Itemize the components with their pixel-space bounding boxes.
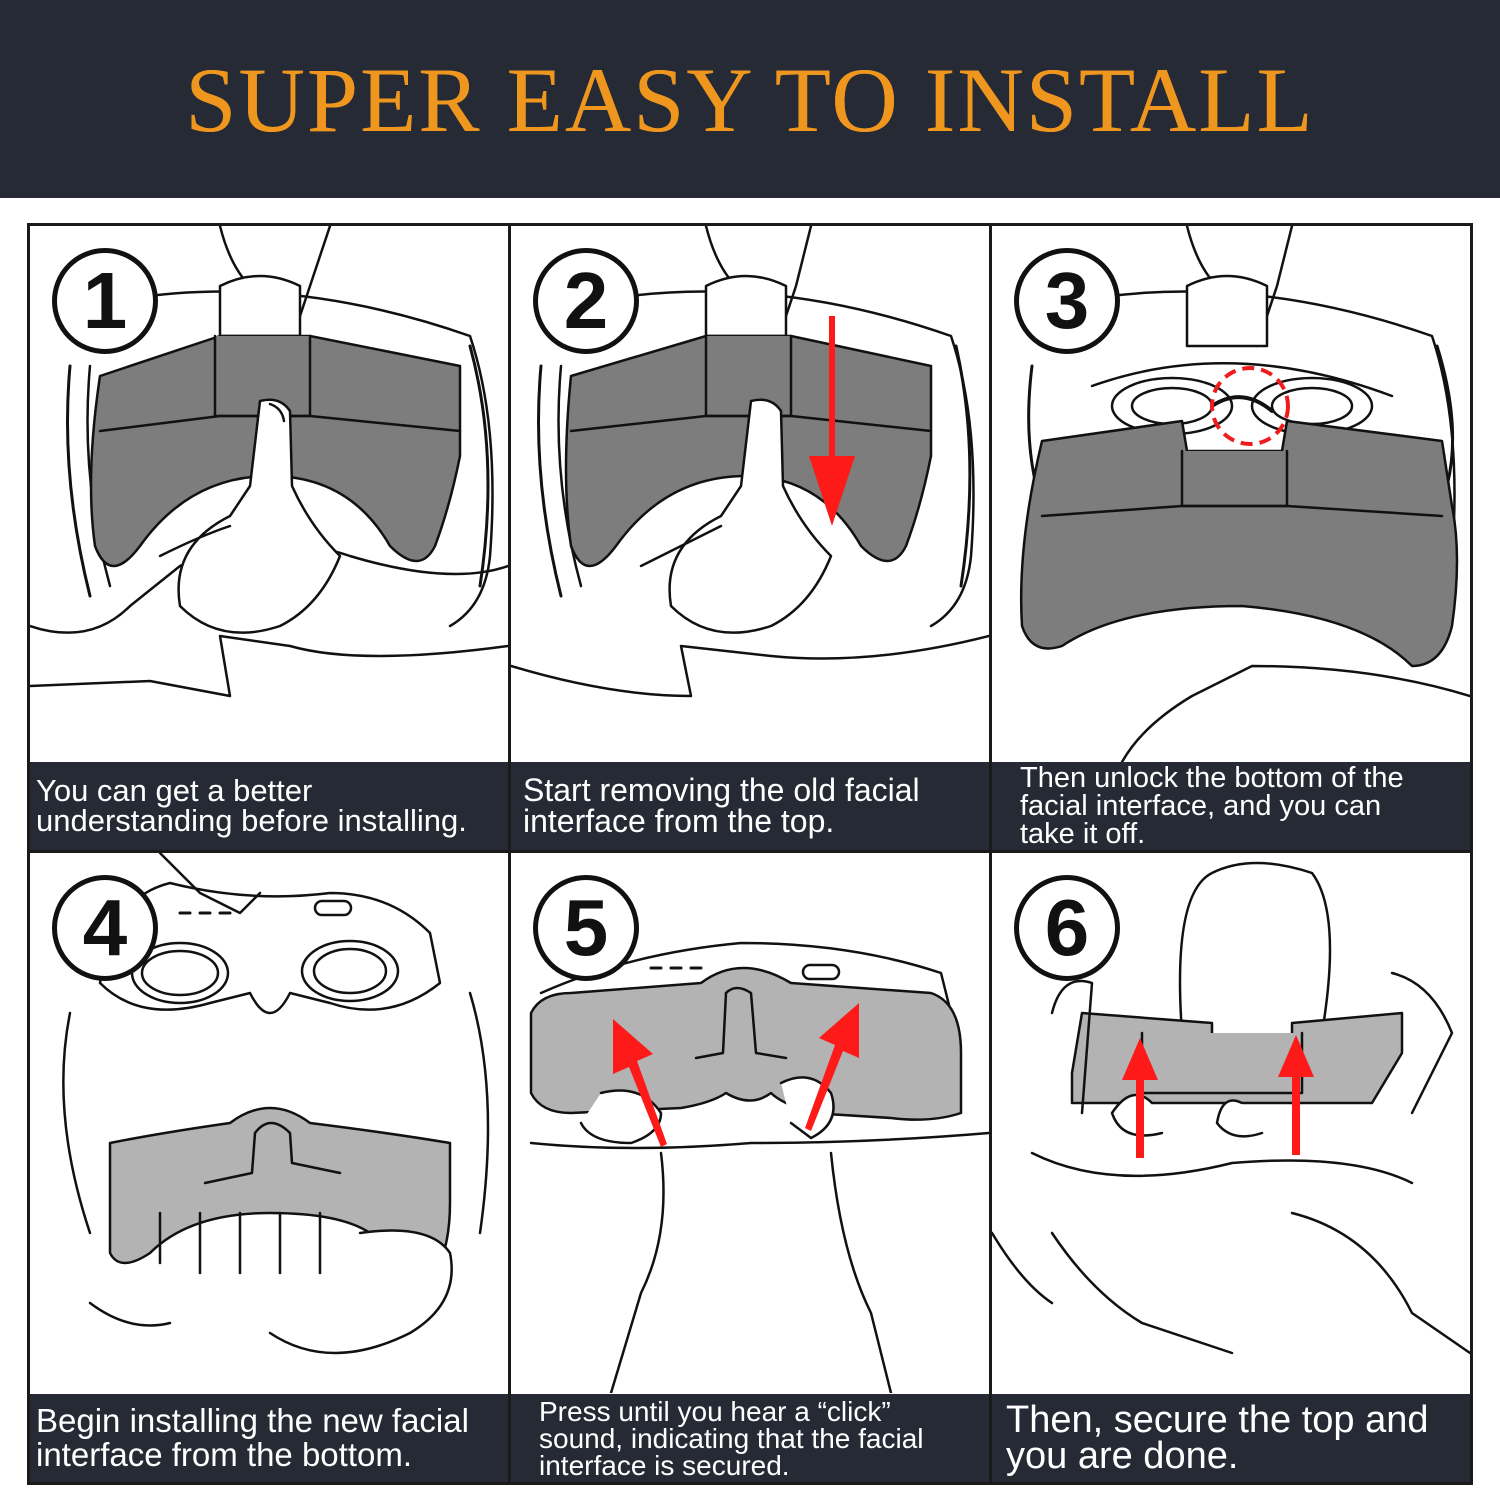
vr-headset-pull-down-illustration	[511, 226, 989, 698]
step-caption-2-line-1: Start removing the old facial	[523, 772, 920, 808]
step-caption-4-line-2: interface from the bottom.	[36, 1436, 413, 1473]
step-caption-5-line-1: Press until you hear a “click”	[539, 1395, 891, 1427]
step-panel-4: 4 Begin installing the new facial interf…	[30, 853, 511, 1482]
step-caption-2-line-2: interface from the top.	[523, 803, 835, 839]
step-caption-5-line-2: sound, indicating that the facial	[539, 1422, 924, 1454]
step-caption-5: Press until you hear a “click” sound, in…	[511, 1394, 989, 1482]
step-number-2: 2	[533, 248, 639, 354]
step-number-3: 3	[1014, 248, 1120, 354]
step-caption-2: Start removing the old facial interface …	[511, 762, 989, 850]
header-banner: SUPER EASY TO INSTALL	[0, 0, 1500, 198]
step-caption-6-line-1: Then, secure the top and	[1006, 1399, 1429, 1441]
vr-headset-install-illustration	[62, 853, 490, 1355]
red-arrow-up-right-icon	[1278, 1035, 1314, 1155]
banner-title: SUPER EASY TO INSTALL	[185, 49, 1315, 151]
step-caption-6-line-2: you are done.	[1006, 1435, 1239, 1477]
vr-headset-secure-illustration	[992, 861, 1470, 1355]
steps-grid: 1 You can get a better understanding bef…	[27, 223, 1473, 1485]
step-caption-4: Begin installing the new facial interfac…	[30, 1394, 508, 1482]
step-panel-2: 2 Start removing the old facial interfac…	[511, 226, 992, 853]
step-caption-1-line-1: You can get a better	[36, 773, 313, 808]
step-number-5: 5	[533, 875, 639, 981]
step-caption-5-line-3: interface is secured.	[539, 1449, 790, 1481]
red-arrow-up-left-icon	[613, 1019, 667, 1147]
red-arrow-up-left-icon	[1122, 1038, 1158, 1158]
step-caption-1-line-2: understanding before installing.	[36, 803, 467, 838]
step-caption-3: Then unlock the bottom of the facial int…	[992, 762, 1470, 850]
step-number-4: 4	[52, 875, 158, 981]
step-caption-3-line-1: Then unlock the bottom of the	[1020, 762, 1404, 794]
step-caption-1: You can get a better understanding befor…	[30, 762, 508, 850]
step-caption-3-line-3: take it off.	[1020, 818, 1146, 850]
step-number-6: 6	[1014, 875, 1120, 981]
step-caption-6: Then, secure the top and you are done.	[992, 1394, 1470, 1482]
red-arrow-up-right-icon	[805, 1003, 859, 1131]
vr-headset-hands-illustration	[30, 226, 508, 698]
vr-headset-unlock-illustration	[1019, 226, 1470, 762]
step-number-1: 1	[52, 248, 158, 354]
step-caption-3-line-2: facial interface, and you can	[1020, 790, 1382, 822]
red-arrow-down-icon	[809, 316, 855, 526]
step-panel-5: 5 Press until you hear a “click” sound, …	[511, 853, 992, 1482]
step-caption-4-line-1: Begin installing the new facial	[36, 1402, 469, 1439]
step-panel-1: 1 You can get a better understanding bef…	[30, 226, 511, 853]
step-panel-3: 3 Then unlock the bottom of the facial i…	[992, 226, 1470, 853]
red-dashed-circle-highlight	[1210, 366, 1290, 446]
step-panel-6: 6 Then, secure the top and you are done.	[992, 853, 1470, 1482]
